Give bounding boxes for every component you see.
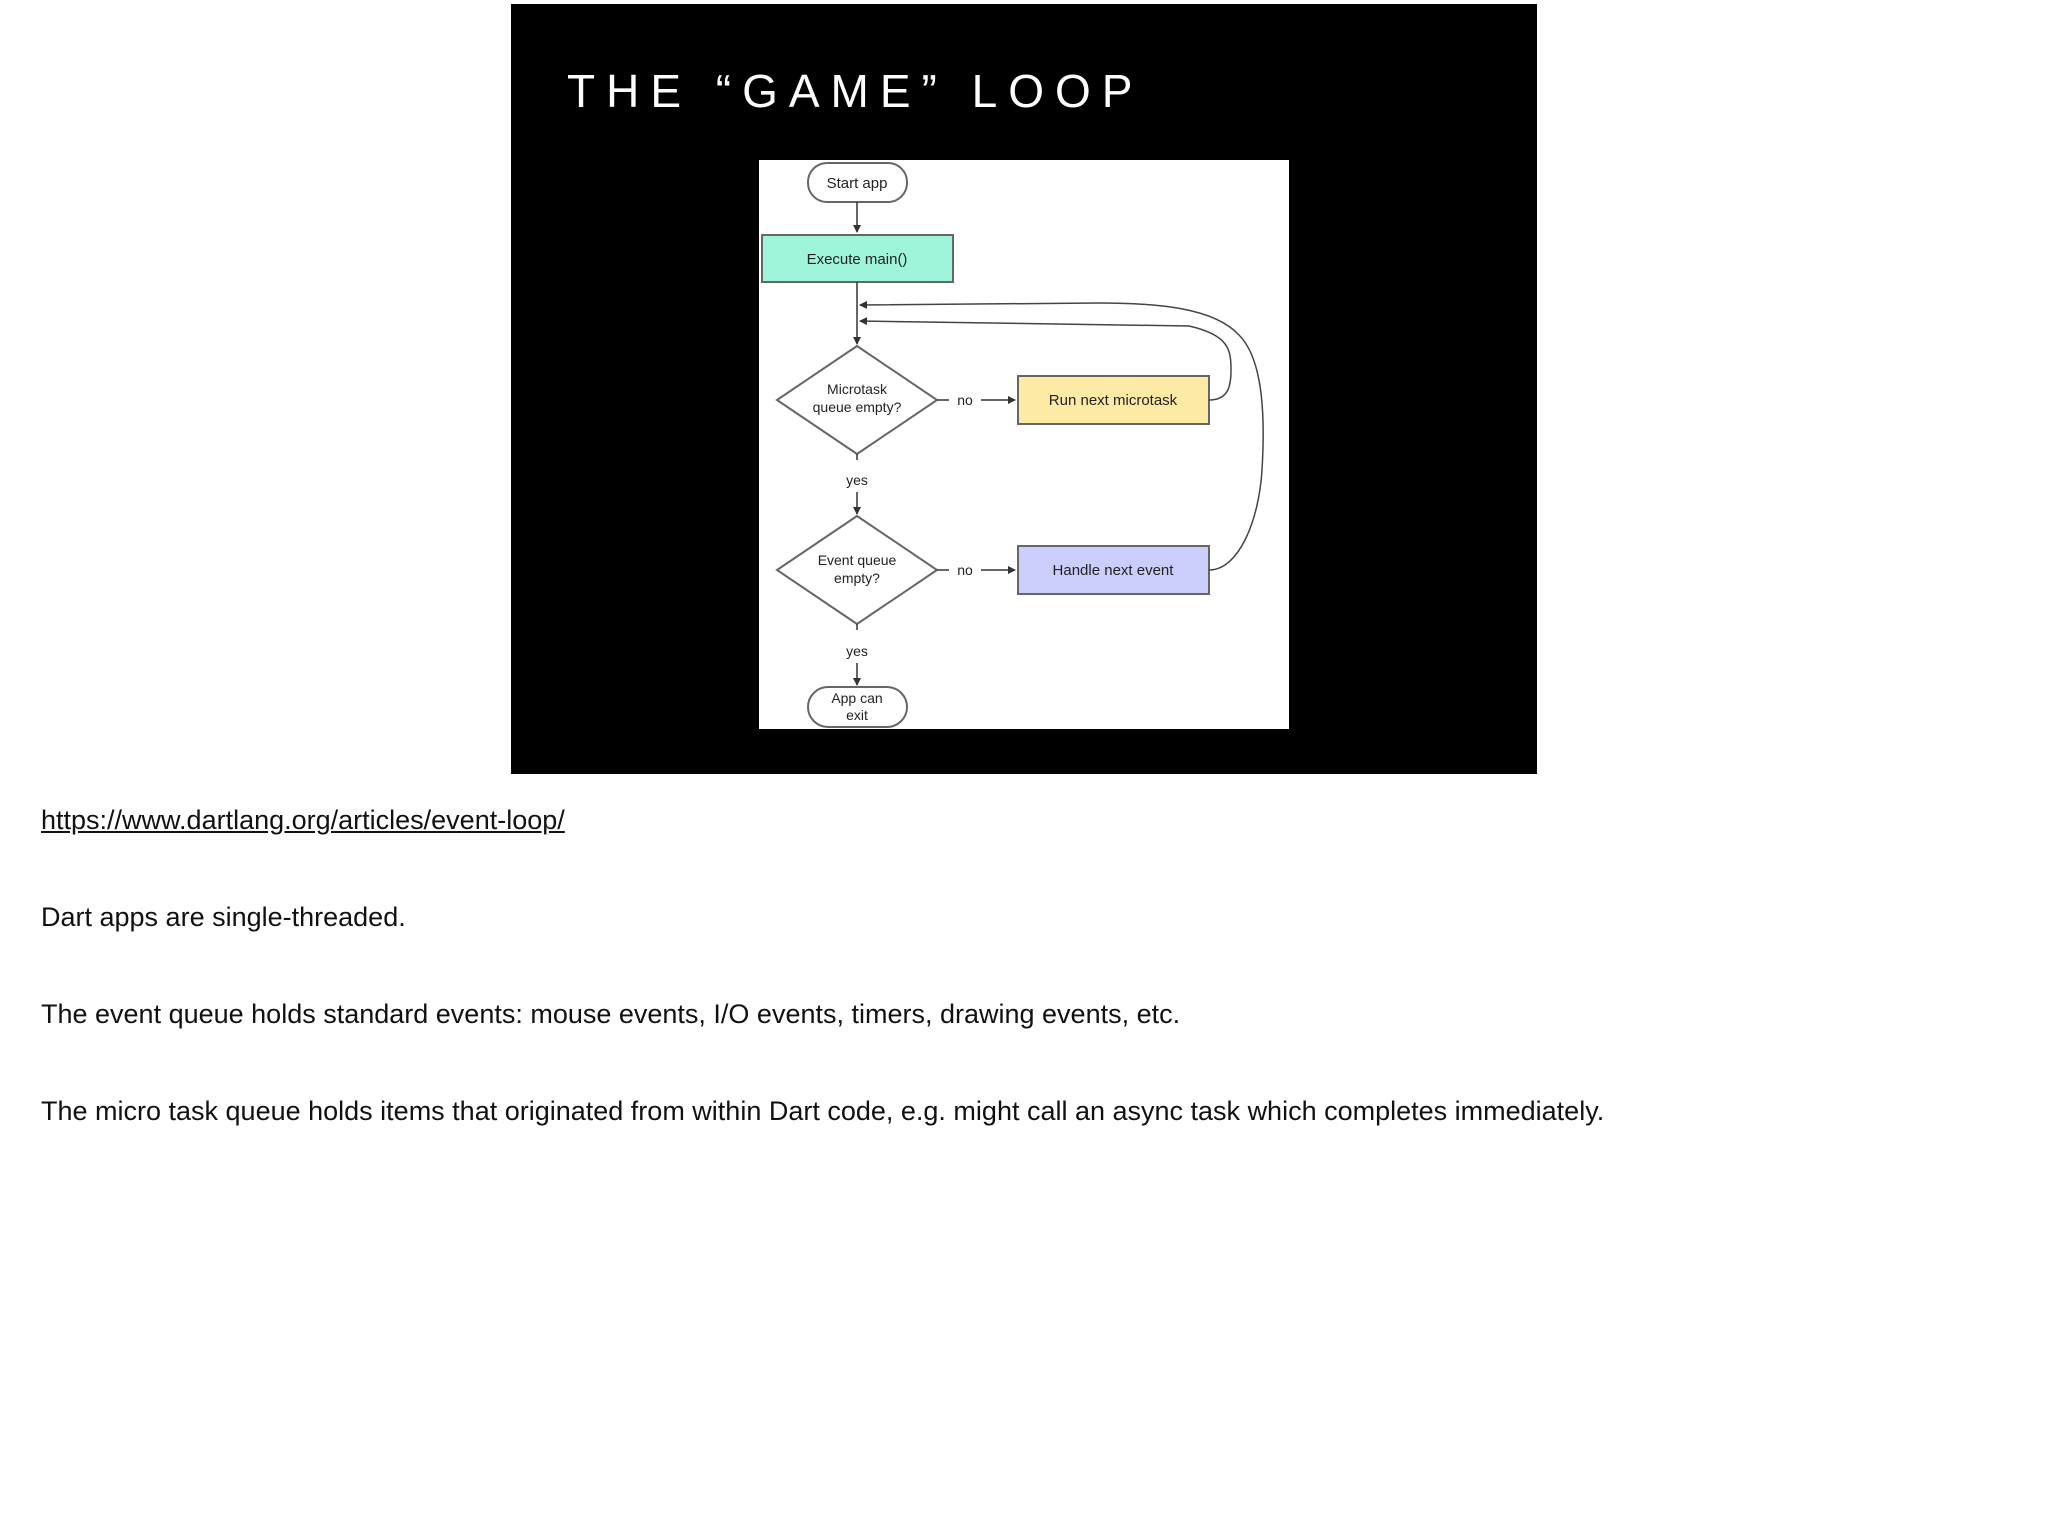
exit-node	[807, 686, 908, 728]
execute-main-node	[761, 234, 954, 283]
microtask-yes-label: yes	[846, 472, 868, 488]
execute-main-label: Execute main()	[807, 251, 908, 268]
slide: THE “GAME” LOOP Start app Execute main()…	[511, 4, 1537, 774]
microtask-no-label: no	[957, 392, 973, 408]
event-loop-flowchart: Start app Execute main() Microtask queue…	[759, 160, 1289, 729]
note-event-queue: The event queue holds standard events: m…	[41, 999, 1181, 1029]
microtask-decision-label-1: Microtask	[827, 381, 888, 397]
handle-event-label: Handle next event	[1053, 562, 1175, 579]
event-no-label: no	[957, 562, 973, 578]
presenter-notes: https://www.dartlang.org/articles/event-…	[41, 800, 2001, 1131]
exit-node-label-1: App can	[831, 690, 882, 706]
slide-title: THE “GAME” LOOP	[567, 65, 1144, 117]
run-microtask-label: Run next microtask	[1049, 392, 1178, 409]
event-decision-label-1: Event queue	[818, 552, 897, 568]
microtask-decision-label-2: queue empty?	[813, 399, 902, 415]
start-node-label: Start app	[827, 175, 888, 192]
handle-event-node	[1017, 545, 1210, 595]
note-microtask-queue: The micro task queue holds items that or…	[41, 1096, 1605, 1126]
edge-event-loop	[859, 300, 1264, 571]
exit-node-label-2: exit	[846, 707, 868, 723]
event-decision-label-2: empty?	[834, 570, 880, 586]
event-loop-article-link[interactable]: https://www.dartlang.org/articles/event-…	[41, 805, 565, 835]
event-yes-label: yes	[846, 643, 868, 659]
edge-microtask-loop	[859, 317, 1232, 401]
note-single-threaded: Dart apps are single-threaded.	[41, 902, 406, 932]
